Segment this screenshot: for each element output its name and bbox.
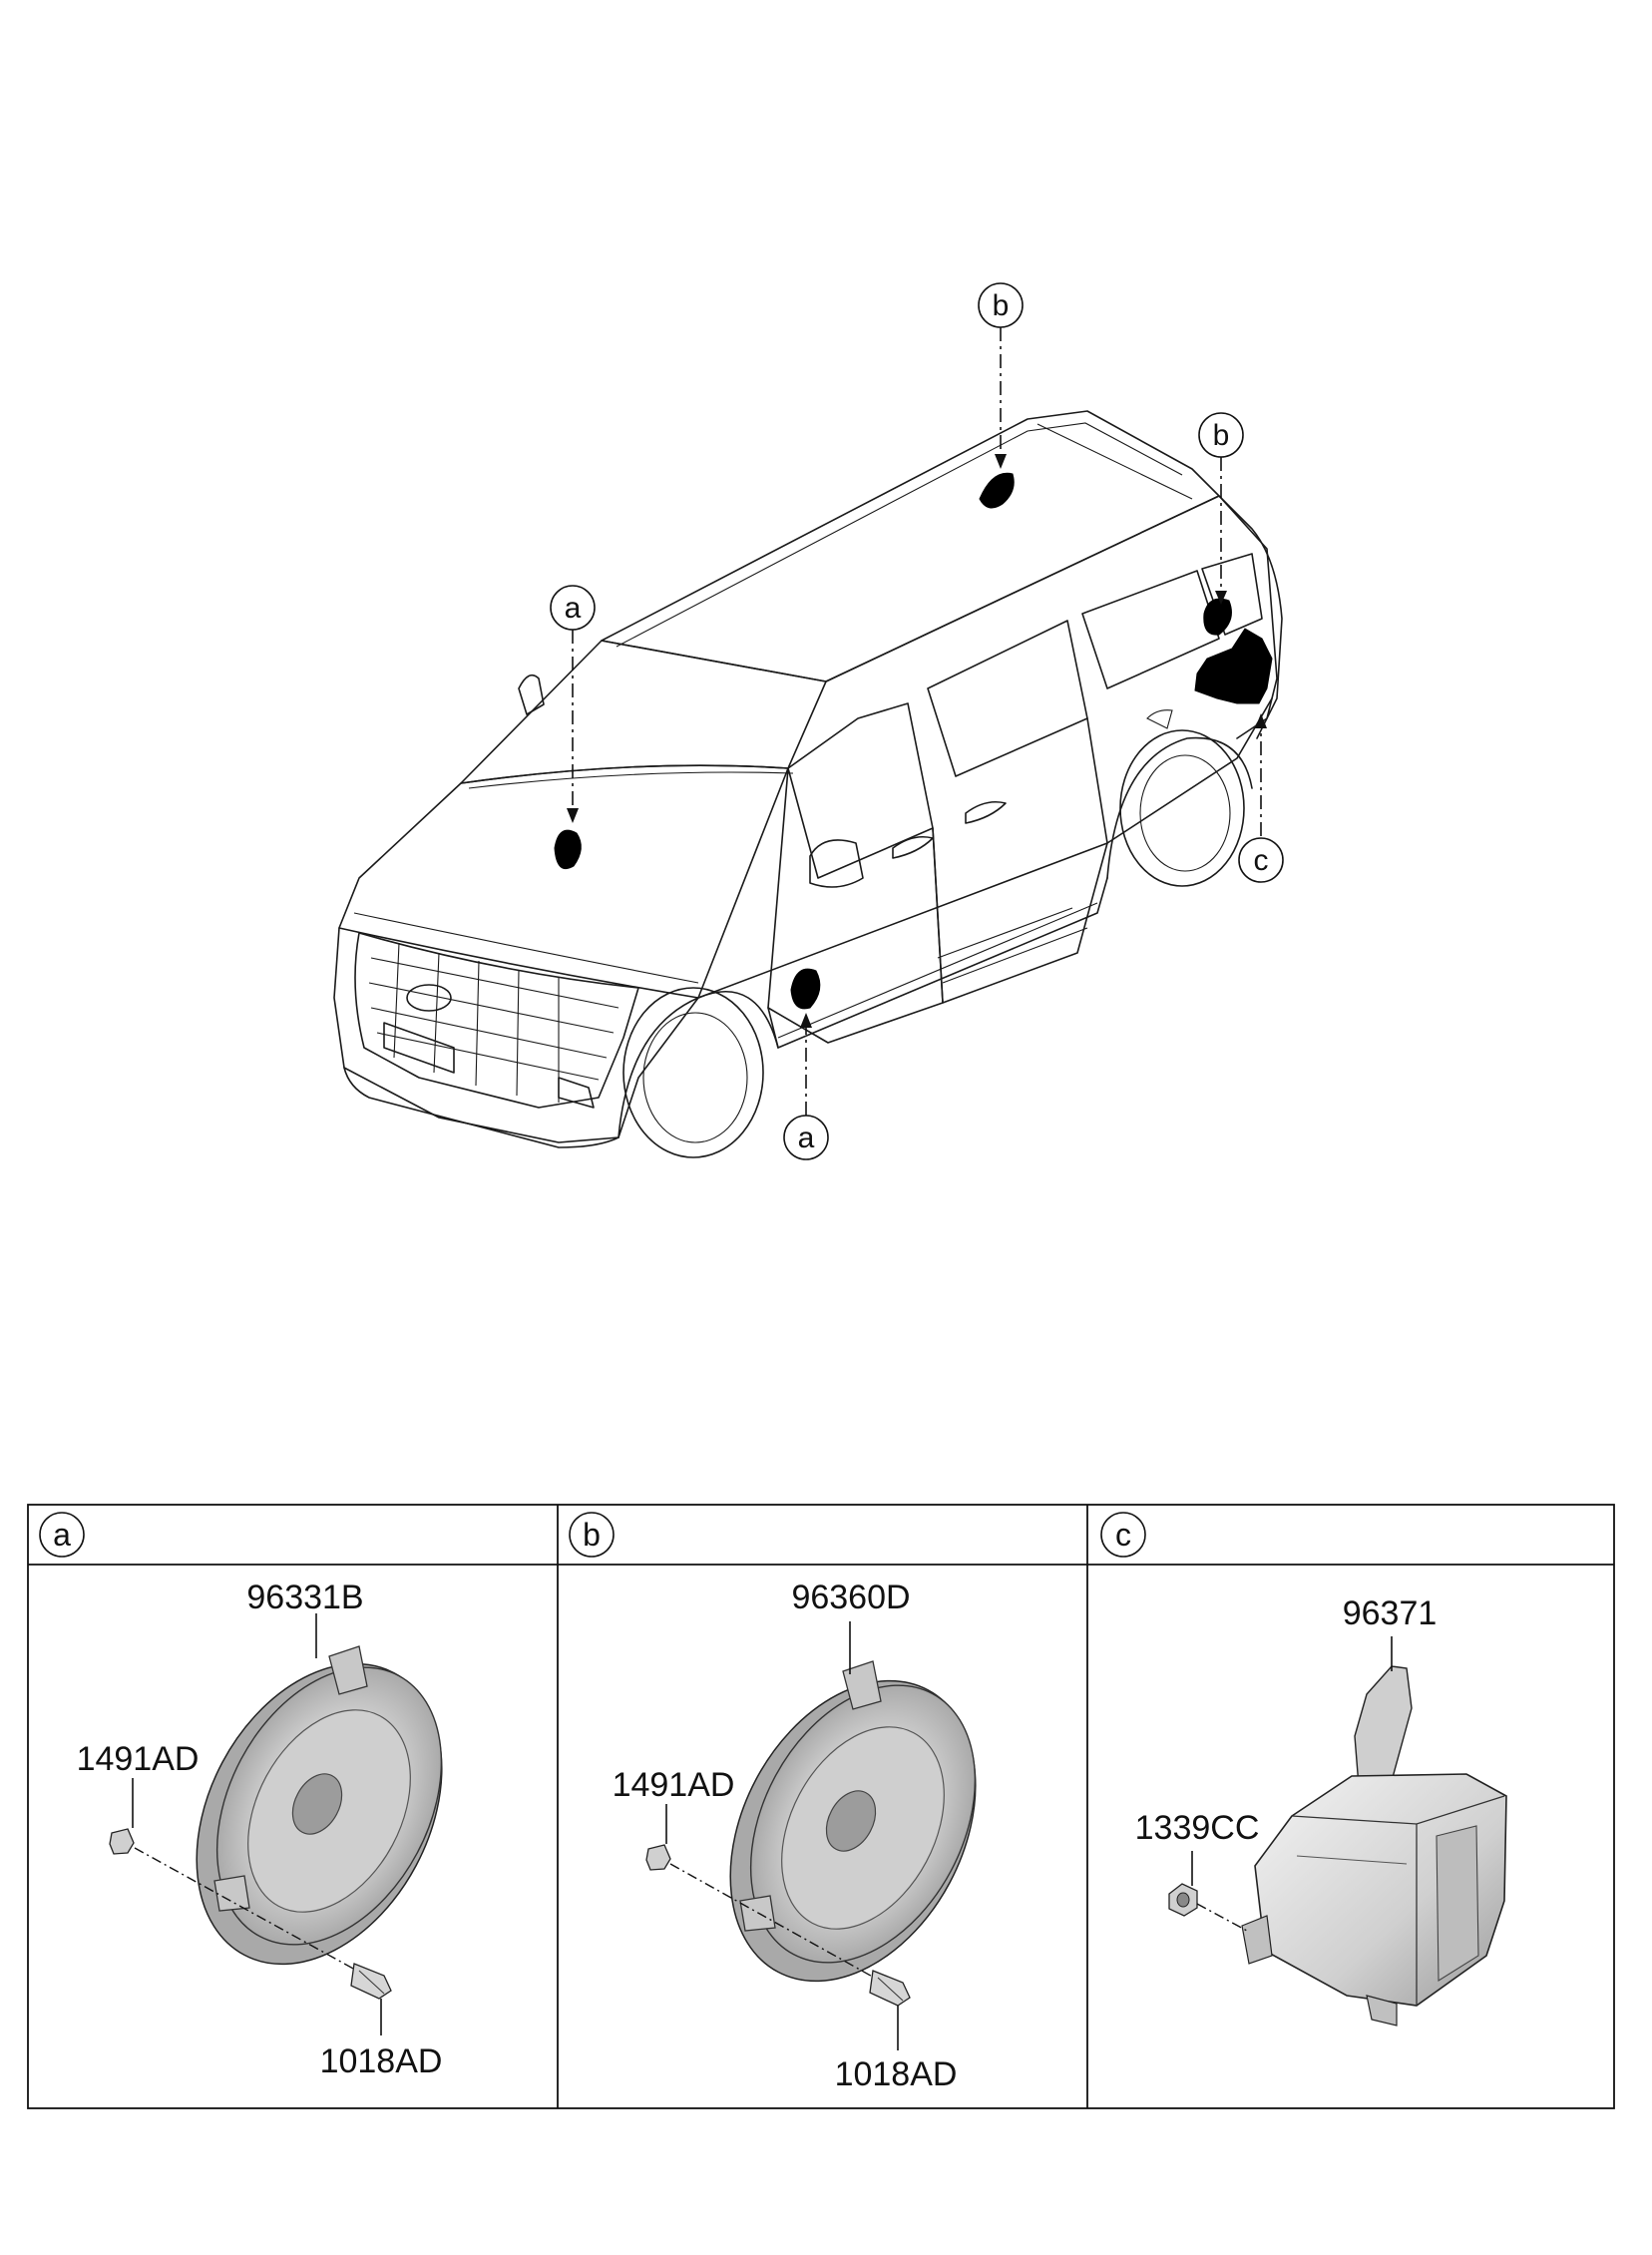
callout-roof-b[interactable]: b [978,282,1024,328]
location-markers [554,472,1273,1010]
panel-b-header[interactable]: b [569,1512,615,1558]
svg-text:b: b [1213,419,1230,452]
callout-rear-c[interactable]: c [1238,837,1284,883]
panel-a: 96331B 1491AD 1018AD [77,1578,443,2080]
callout-door-a[interactable]: a [783,1115,829,1160]
part-label-96360D[interactable]: 96360D [791,1578,910,1616]
speaker-96360D-image [729,1660,977,1983]
vehicle-illustration [333,410,1283,1158]
svg-text:a: a [798,1122,815,1154]
svg-text:a: a [565,592,582,625]
part-label-1339CC[interactable]: 1339CC [1135,1809,1260,1847]
clip-1491AD-image [109,1828,135,1855]
nut-1339CC-image [1168,1883,1198,1917]
parts-table [27,1504,1615,2109]
roof-speaker-marker [979,472,1015,509]
dash-speaker-marker [554,829,582,870]
panel-c: 96371 1339CC [1135,1594,1507,2027]
part-label-1491AD-b[interactable]: 1491AD [613,1766,735,1804]
part-label-1018AD-a[interactable]: 1018AD [320,2042,443,2080]
panel-b: 96360D 1491AD 1018AD [613,1578,977,2093]
part-label-1491AD-a[interactable]: 1491AD [77,1740,200,1778]
screw-1018AD-b-image [869,1970,911,2007]
callout-dash-a[interactable]: a [550,585,596,631]
speaker-96331B-image [196,1645,443,1966]
clip-1491AD-b-image [645,1844,671,1871]
rear-speaker-marker [1203,598,1232,636]
leader-lines [567,327,1267,1116]
panel-c-header[interactable]: c [1100,1512,1146,1558]
amplifier-96371-image [1241,1665,1507,2027]
panel-a-header[interactable]: a [39,1512,85,1558]
svg-text:a: a [53,1517,71,1553]
part-label-1018AD-b[interactable]: 1018AD [835,2055,958,2093]
part-label-96371[interactable]: 96371 [1343,1594,1438,1632]
part-label-96331B[interactable]: 96331B [246,1578,363,1616]
svg-text:b: b [583,1517,601,1553]
amplifier-marker [1194,628,1273,704]
svg-text:b: b [993,289,1010,322]
screw-1018AD-image [350,1963,392,2000]
door-speaker-marker [790,968,821,1010]
front-grille [354,932,639,1109]
svg-text:c: c [1254,844,1269,877]
svg-text:c: c [1115,1517,1131,1553]
callout-rear-b[interactable]: b [1198,412,1244,458]
